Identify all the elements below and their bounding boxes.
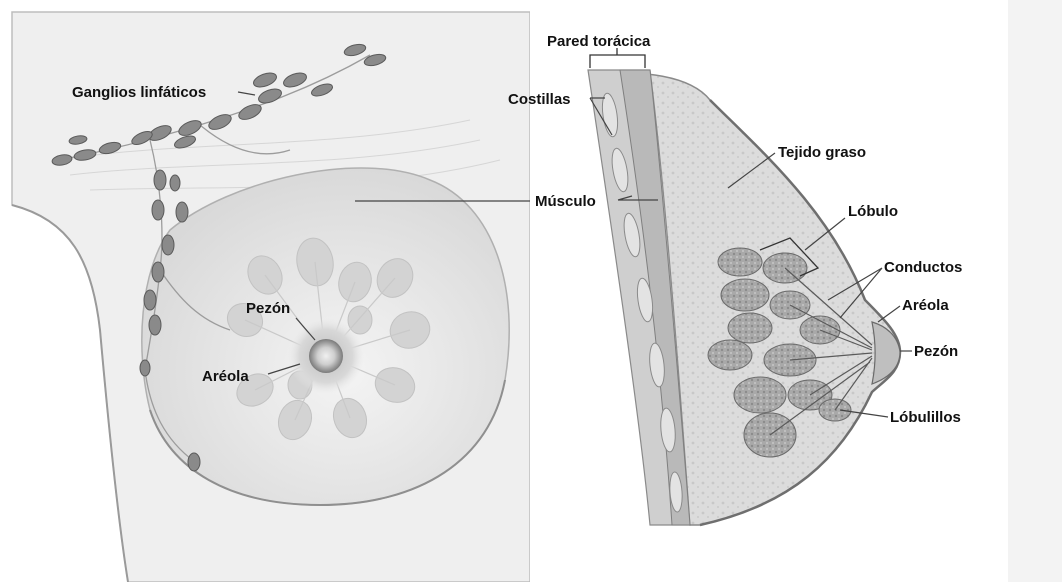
pezon-left-label: Pezón <box>246 300 290 317</box>
lobulo-label: Lóbulo <box>848 203 898 220</box>
nipple-frontal <box>309 339 343 373</box>
pezon-right-label: Pezón <box>914 343 958 360</box>
right-margin-strip <box>1008 0 1062 582</box>
pared-label: Pared torácica <box>547 33 651 50</box>
areola-right-label: Aréola <box>902 297 949 314</box>
sagittal-view: Pared torácica Costillas Músculo Tejido … <box>508 0 1062 582</box>
tejido-label: Tejido graso <box>778 144 866 161</box>
areola-left-label: Aréola <box>202 368 249 385</box>
conductos-label: Conductos <box>884 259 962 276</box>
frontal-view: Ganglios linfáticos Pezón Aréola <box>0 0 530 582</box>
ganglios-label: Ganglios linfáticos <box>72 84 206 101</box>
costillas-label: Costillas <box>508 91 571 108</box>
lobulillos-label: Lóbulillos <box>890 409 961 426</box>
musculo-label: Músculo <box>535 193 596 210</box>
